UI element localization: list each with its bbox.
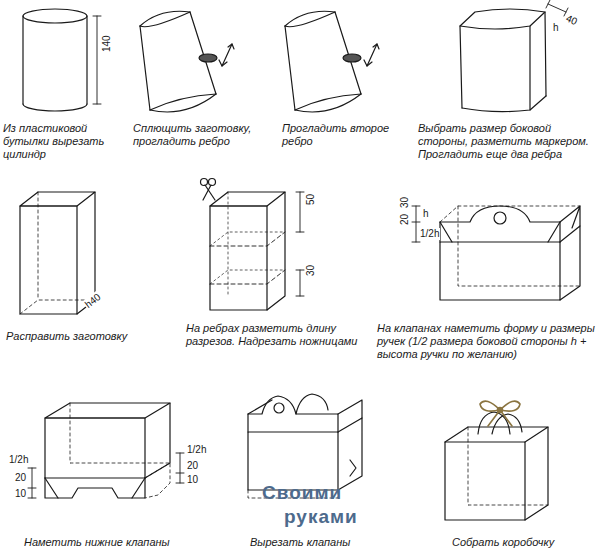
- dimension: 10: [186, 474, 199, 486]
- cylinder-figure: [23, 9, 101, 111]
- dimension: 140: [101, 34, 113, 53]
- dimension: 50: [305, 193, 317, 206]
- ribbon-bow: [480, 401, 520, 426]
- box-figure: [201, 179, 305, 311]
- step-caption: Прогладить второе ребро: [282, 122, 402, 148]
- dimension: 20: [14, 472, 27, 484]
- watermark: Своими: [262, 482, 342, 504]
- dimension: 1/2h: [8, 454, 29, 466]
- dimension: 30: [399, 196, 411, 209]
- dimension: h: [552, 22, 560, 34]
- step-caption: Собрать коробочку: [452, 536, 592, 549]
- box-figure: [20, 192, 95, 314]
- step-caption: Наметить нижние клапаны: [24, 536, 184, 549]
- dimension: h: [422, 208, 430, 220]
- dimension: 10: [14, 488, 27, 500]
- step-caption: Выбрать размер боковой стороны, разметит…: [418, 122, 596, 161]
- dimension: 1/2h: [419, 228, 440, 240]
- box-figure: [412, 206, 580, 300]
- dimension: 20: [399, 213, 411, 226]
- dimension: 40: [563, 12, 580, 28]
- watermark: руками: [284, 506, 358, 528]
- step-caption: Вырезать клапаны: [250, 536, 380, 549]
- box-figure: [460, 0, 568, 112]
- step-caption: На клапанах наметить форму и размеры руч…: [377, 322, 597, 361]
- box-figure: [445, 412, 548, 520]
- dimension: 1/2h: [186, 444, 207, 456]
- step-caption: Из пластиковой бутылки вырезать цилиндр: [3, 122, 128, 161]
- step-caption: На ребрах разметить длину разрезов. Надр…: [186, 322, 361, 348]
- box-figure: [28, 403, 184, 498]
- step-caption: Сплющить заготовку, прогладить ребро: [133, 122, 268, 148]
- flattened-tube-figure: [285, 11, 379, 112]
- step-caption: Расправить заготовку: [6, 330, 146, 343]
- dimension: 30: [305, 264, 317, 277]
- dimension: 20: [186, 460, 199, 472]
- flattened-tube-figure: [140, 11, 234, 112]
